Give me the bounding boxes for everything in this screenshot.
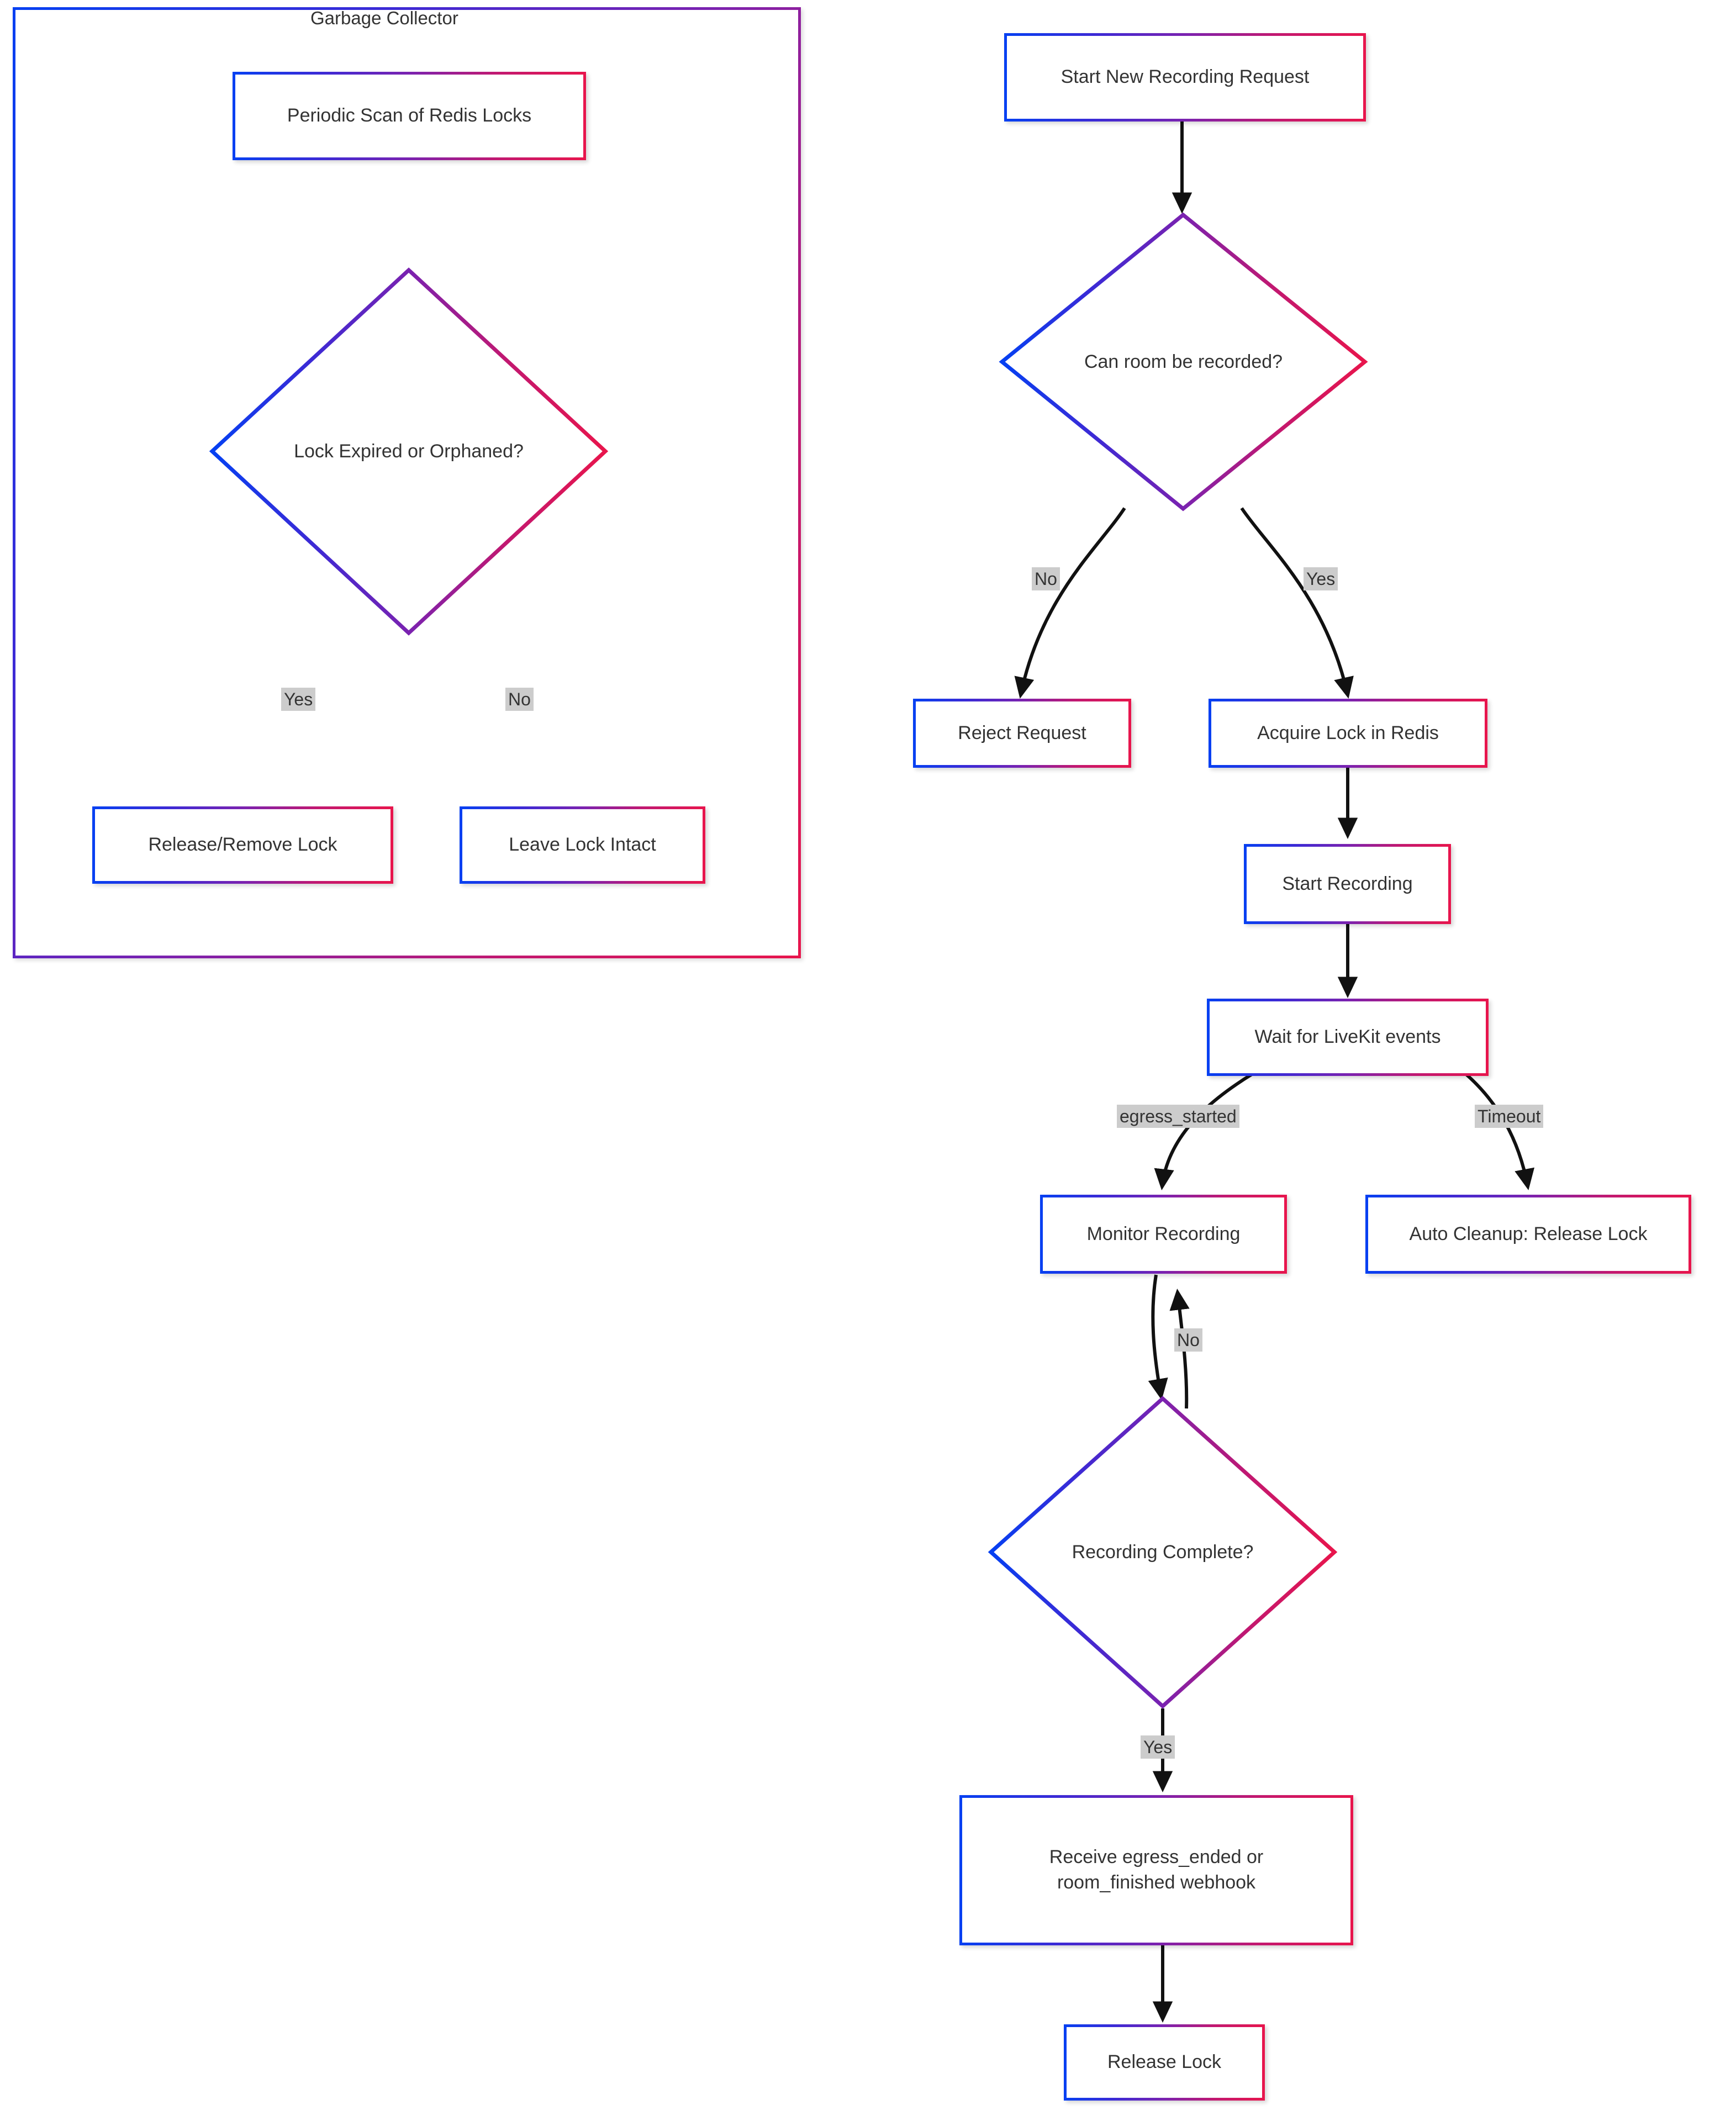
node-release-lock-label: Release Lock — [1107, 2051, 1221, 2073]
subgraph-title: Garbage Collector — [310, 8, 458, 28]
node-lock-expired-decision[interactable]: Lock Expired or Orphaned? — [209, 267, 609, 636]
edge-label-loop-no: No — [1174, 1328, 1202, 1352]
node-acquire-lock-in-redis[interactable]: Acquire Lock in Redis — [1209, 699, 1487, 768]
edge-label-timeout: Timeout — [1475, 1105, 1544, 1128]
node-periodic-scan[interactable]: Periodic Scan of Redis Locks — [233, 72, 586, 160]
node-start-new-recording-request[interactable]: Start New Recording Request — [1004, 33, 1366, 122]
node-release-remove-lock[interactable]: Release/Remove Lock — [92, 806, 393, 884]
node-monitor-recording-label: Monitor Recording — [1086, 1223, 1241, 1244]
node-release-lock[interactable]: Release Lock — [1064, 2024, 1265, 2101]
node-lock-expired-label: Lock Expired or Orphaned? — [294, 441, 524, 462]
edge-label-egress-started: egress_started — [1117, 1105, 1239, 1128]
node-receive-webhook-line1: Receive egress_ended or — [1049, 1846, 1264, 1868]
node-receive-webhook[interactable]: Receive egress_ended or room_finished we… — [959, 1795, 1353, 1945]
node-wait-label: Wait for LiveKit events — [1254, 1026, 1441, 1048]
edge-monitor-to-complete — [1148, 1274, 1168, 1400]
node-release-remove-lock-label: Release/Remove Lock — [148, 834, 337, 856]
edge-label-complete-yes: Yes — [1141, 1735, 1175, 1759]
node-recording-complete-label: Recording Complete? — [1072, 1542, 1254, 1563]
node-recording-complete[interactable]: Recording Complete? — [988, 1396, 1338, 1709]
node-acquire-lock-label: Acquire Lock in Redis — [1257, 722, 1439, 743]
edge-label-gc-yes: Yes — [281, 688, 316, 711]
node-start-label: Start New Recording Request — [1060, 66, 1310, 88]
node-leave-lock-intact[interactable]: Leave Lock Intact — [460, 806, 705, 884]
node-wait-for-livekit-events[interactable]: Wait for LiveKit events — [1207, 999, 1489, 1076]
node-reject-request[interactable]: Reject Request — [913, 699, 1131, 768]
edge-label-yes-record: Yes — [1304, 567, 1338, 591]
node-start-recording[interactable]: Start Recording — [1244, 844, 1451, 924]
node-periodic-scan-label: Periodic Scan of Redis Locks — [287, 105, 532, 126]
node-can-room-be-recorded-label: Can room be recorded? — [1084, 351, 1283, 372]
node-can-room-be-recorded[interactable]: Can room be recorded? — [999, 212, 1368, 511]
edge-label-gc-no: No — [505, 688, 534, 711]
node-auto-cleanup-label: Auto Cleanup: Release Lock — [1409, 1223, 1648, 1244]
node-receive-webhook-line2: room_finished webhook — [1057, 1872, 1256, 1893]
edge-canrecord-to-acquire — [1240, 507, 1354, 699]
node-auto-cleanup-release-lock[interactable]: Auto Cleanup: Release Lock — [1365, 1195, 1691, 1274]
edge-canrecord-to-reject — [1014, 507, 1126, 699]
edge-label-no-record: No — [1032, 567, 1060, 591]
node-monitor-recording[interactable]: Monitor Recording — [1040, 1195, 1287, 1274]
node-leave-lock-intact-label: Leave Lock Intact — [509, 834, 656, 856]
node-reject-request-label: Reject Request — [958, 722, 1086, 743]
node-start-recording-label: Start Recording — [1282, 873, 1413, 894]
